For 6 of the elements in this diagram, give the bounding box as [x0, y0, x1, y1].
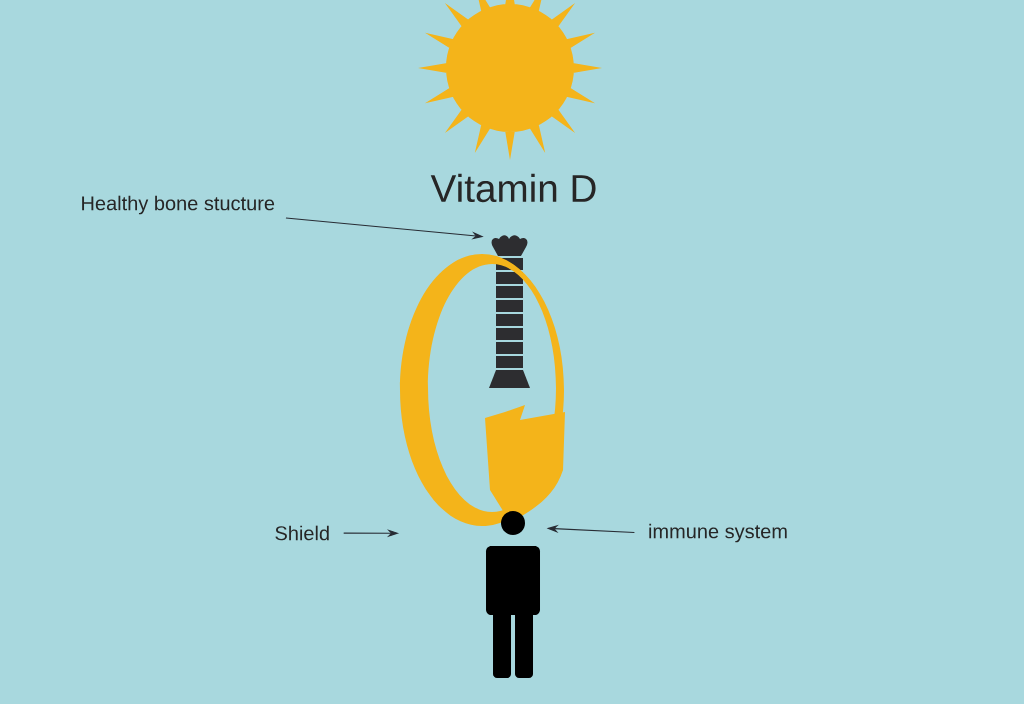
label-text: immune system — [649, 523, 787, 543]
label-text: Healthy bone stucture — [82, 195, 275, 215]
spine-drawing — [489, 235, 530, 388]
person-figure — [486, 511, 540, 678]
title: Vitamin D — [430, 173, 596, 203]
label-text: Shield — [275, 525, 329, 541]
